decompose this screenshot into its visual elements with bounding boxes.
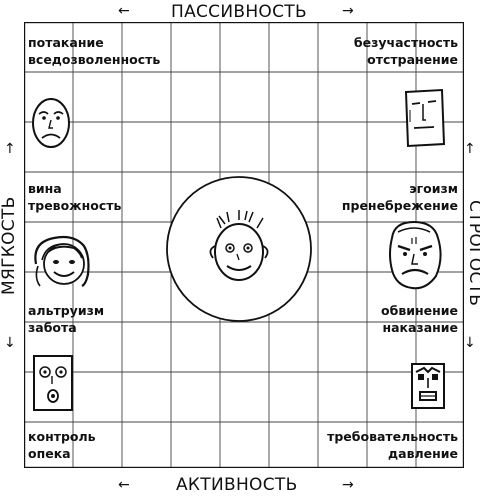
- label-bottom-right: требовательность давление: [327, 428, 458, 462]
- smiling-child-face-icon: [209, 210, 269, 281]
- axis-label-top: ПАССИВНОСТЬ: [171, 2, 307, 22]
- label-bottom-left-line1: контроль: [28, 429, 96, 444]
- label-bottom-left-line2: опека: [28, 446, 71, 461]
- label-bottom-left: контроль опека: [28, 428, 96, 462]
- arrow-icon: →: [342, 3, 354, 19]
- label-top-left-line2: вседозволенность: [28, 52, 161, 67]
- arrow-icon: ↓: [464, 335, 476, 351]
- stern-face-icon: [411, 363, 445, 409]
- smiling-woman-face-icon: [34, 235, 90, 287]
- label-mid-upper-right: эгоизм пренебрежение: [342, 180, 458, 214]
- label-bottom-right-line1: требовательность: [327, 429, 458, 444]
- label-mid-upper-left: вина тревожность: [28, 180, 121, 214]
- label-top-right: безучастность отстранение: [354, 34, 458, 68]
- sad-face-icon: [32, 98, 70, 148]
- indifferent-square-face-icon: [404, 88, 446, 148]
- label-mid-lower-left-line1: альтруизм: [28, 303, 105, 318]
- axis-label-right: СТРОГОСТЬ: [465, 200, 480, 307]
- label-top-left-line1: потакание: [28, 35, 104, 50]
- label-mid-upper-right-line2: пренебрежение: [341, 198, 458, 213]
- label-mid-lower-right-line1: обвинение: [381, 303, 458, 318]
- label-mid-lower-right: обвинение наказание: [381, 302, 458, 336]
- label-bottom-right-line2: давление: [388, 446, 458, 461]
- axis-label-bottom: АКТИВНОСТЬ: [176, 475, 298, 495]
- label-mid-upper-left-line1: вина: [28, 181, 62, 196]
- anxious-face-icon: [33, 355, 73, 411]
- axis-label-left: МЯГКОСТЬ: [0, 196, 19, 295]
- label-mid-lower-right-line2: наказание: [382, 320, 458, 335]
- angry-face-icon: [389, 220, 442, 290]
- arrow-icon: ←: [118, 3, 130, 19]
- label-top-right-line2: отстранение: [367, 52, 458, 67]
- arrow-icon: →: [342, 477, 354, 493]
- label-mid-upper-left-line2: тревожность: [28, 198, 122, 213]
- label-mid-lower-left-line2: забота: [28, 320, 77, 335]
- label-top-left: потакание вседозволенность: [28, 34, 160, 68]
- arrow-icon: ↓: [4, 335, 16, 351]
- arrow-icon: ↑: [4, 141, 16, 157]
- arrow-icon: ↑: [464, 141, 476, 157]
- arrow-icon: ←: [118, 477, 130, 493]
- label-mid-upper-right-line1: эгоизм: [409, 181, 458, 196]
- label-top-right-line1: безучастность: [353, 35, 458, 50]
- label-mid-lower-left: альтруизм забота: [28, 302, 104, 336]
